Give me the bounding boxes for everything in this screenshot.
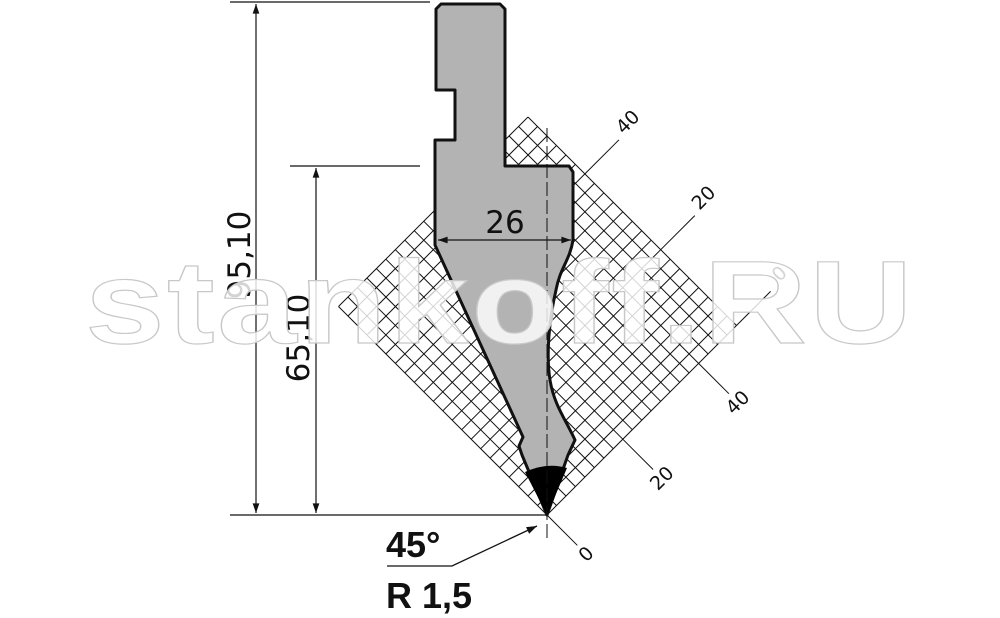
punch-profile xyxy=(433,2,577,517)
grid-label-top: 20 xyxy=(688,182,721,215)
angle-label: 45° xyxy=(386,524,440,565)
punch-tip-radius xyxy=(525,465,567,515)
grid-scale-tick xyxy=(584,139,620,175)
radius-label: R 1,5 xyxy=(386,575,472,616)
grid-line xyxy=(527,116,737,326)
grid-label-bottom: 0 xyxy=(574,542,598,566)
watermark: stankoff.RU xyxy=(85,237,915,369)
working-height-label: 65,10 xyxy=(281,294,317,383)
grid-scale-ticks xyxy=(546,139,771,546)
angle-leader-line xyxy=(387,525,538,567)
grid-scale-tick xyxy=(660,215,696,251)
grid-scale-tick xyxy=(698,363,730,395)
grid-line xyxy=(537,315,728,506)
grid-line xyxy=(470,249,662,440)
grid-label-top: 40 xyxy=(612,106,645,139)
total-height-label: 95,10 xyxy=(222,211,258,300)
grid-line xyxy=(546,325,737,516)
grid-line xyxy=(461,239,652,431)
grid-scale-tick xyxy=(622,438,654,470)
grid-scale-tick xyxy=(546,514,578,546)
width-label: 26 xyxy=(485,205,524,241)
grid-scale-tick xyxy=(736,291,771,326)
